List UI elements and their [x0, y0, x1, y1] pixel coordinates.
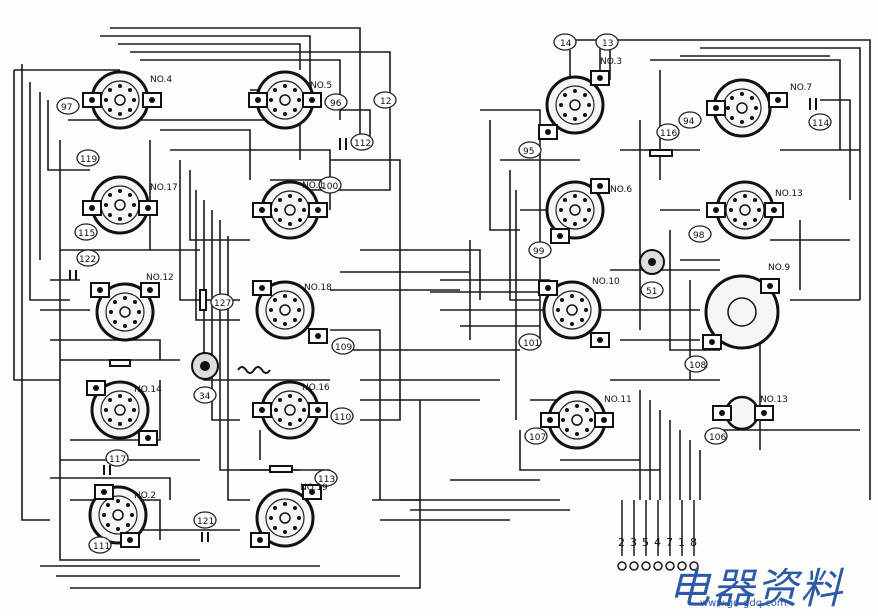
num-112: 112	[354, 139, 371, 149]
socket-no9-label: NO.9	[768, 263, 790, 273]
terminal-strip	[617, 500, 699, 571]
num-127: 127	[214, 299, 231, 309]
socket-no5: NO.5 96	[248, 70, 348, 130]
num-119: 119	[80, 155, 97, 165]
socket-no11: NO.11 107	[524, 390, 632, 450]
socket-no2: NO.2 111	[88, 484, 156, 554]
terminal-label-1: 2	[618, 536, 625, 549]
num-14: 14	[560, 39, 572, 49]
socket-no16-tag: 110	[334, 413, 351, 423]
socket-no7: NO.7 94	[678, 78, 812, 138]
pot-51: 51	[639, 249, 665, 299]
socket-no9: NO.9 108	[684, 263, 790, 373]
socket-no12: NO.12 122	[76, 249, 174, 342]
socket-no9-tag: 108	[689, 361, 706, 371]
terminal-label-5: 7	[666, 536, 673, 549]
num-114: 114	[812, 119, 829, 129]
socket-no1-label: NO.1	[302, 181, 324, 191]
pot-51-tag: 51	[646, 287, 657, 297]
num-115: 115	[78, 229, 95, 239]
socket-no6: NO.6 99	[528, 178, 632, 259]
socket-no5-label: NO.5	[310, 81, 332, 91]
socket-no19-tag: 113	[318, 475, 335, 485]
socket-no2-label: NO.2	[134, 491, 156, 501]
socket-no1: NO.1 100	[252, 176, 342, 240]
socket-no18: NO.18 109	[252, 280, 355, 355]
terminal-label-6: 1	[678, 536, 685, 549]
pot-34: 34	[191, 352, 219, 404]
components	[69, 98, 817, 542]
socket-no4: NO.4 97	[56, 70, 172, 130]
num-116: 116	[660, 129, 677, 139]
socket-no3-label: NO.3	[600, 57, 622, 67]
socket-no11-label: NO.11	[604, 395, 632, 405]
socket-no10-tag: 101	[523, 339, 540, 349]
socket-no1-tag: 100	[321, 182, 338, 192]
watermark-logo: 电器资料	[668, 564, 845, 613]
socket-no14-label: NO.14	[134, 385, 162, 395]
wires-left	[13, 27, 520, 589]
socket-no10: NO.10 101	[518, 277, 620, 351]
socket-no13-upper-tag: 98	[693, 231, 705, 241]
socket-no3: NO.3 95	[518, 57, 622, 159]
watermark-url: www.go-gdq.com	[700, 598, 787, 609]
bus-wires	[400, 240, 570, 511]
socket-no2-tag: 111	[93, 542, 110, 552]
socket-no13-lower-tag: 106	[709, 433, 726, 443]
num-13: 13	[602, 39, 613, 49]
socket-no6-label: NO.6	[610, 185, 632, 195]
socket-no11-tag: 107	[529, 433, 546, 443]
terminal-label-3: 5	[642, 536, 649, 549]
socket-no6-tag: 99	[533, 247, 545, 257]
socket-no16-label: NO.16	[302, 383, 330, 393]
wires-right	[480, 39, 871, 500]
pot-34-tag: 34	[199, 392, 211, 402]
socket-no13-lower: NO.13 106	[704, 395, 788, 445]
socket-no12-tag: 122	[79, 255, 96, 265]
num-12: 12	[380, 97, 391, 107]
terminal-label-2: 3	[630, 536, 637, 549]
socket-no10-label: NO.10	[592, 277, 620, 287]
socket-no17-label: NO.17	[150, 183, 178, 193]
socket-no12-label: NO.12	[146, 273, 174, 283]
socket-no3-tag: 95	[523, 147, 534, 157]
socket-no18-label: NO.18	[304, 283, 332, 293]
socket-no13-upper: NO.13 98	[688, 180, 803, 243]
socket-no14: NO.14	[86, 380, 162, 446]
socket-no7-label: NO.7	[790, 83, 812, 93]
socket-no13-lower-label: NO.13	[760, 395, 788, 405]
socket-no5-tag: 96	[330, 99, 342, 109]
socket-no18-tag: 109	[335, 343, 352, 353]
terminal-label-4: 4	[654, 536, 661, 549]
socket-no7-tag: 94	[683, 117, 695, 127]
socket-no4-tag: 97	[61, 103, 72, 113]
socket-no19: NO.19 113	[250, 469, 338, 548]
socket-no19-label: NO.19	[300, 483, 328, 493]
socket-no17: NO.17	[82, 175, 178, 235]
terminal-label-7: 8	[690, 536, 697, 549]
num-117: 117	[109, 455, 126, 465]
socket-no4-label: NO.4	[150, 75, 172, 85]
socket-no16: NO.16 110	[252, 380, 354, 440]
num-121: 121	[197, 517, 214, 527]
socket-no13-upper-label: NO.13	[775, 189, 803, 199]
